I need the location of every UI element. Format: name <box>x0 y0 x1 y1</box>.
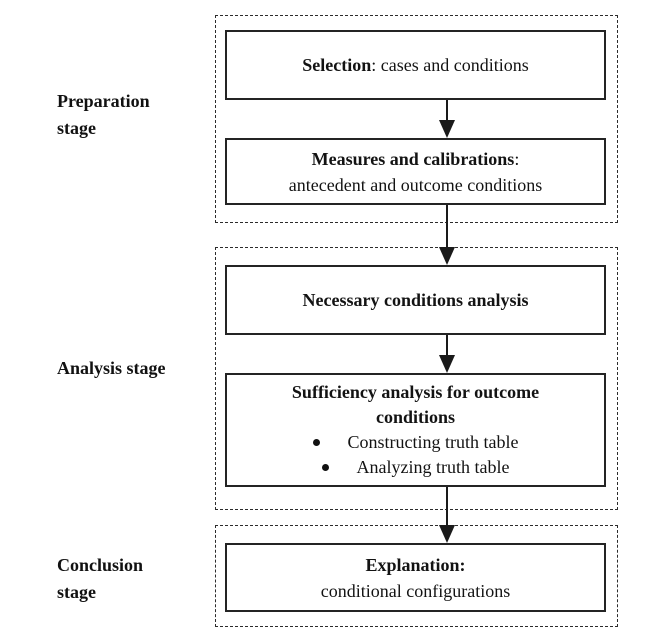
arrow-selection-to-measures <box>439 100 455 138</box>
bullet-item-constructing: Constructing truth table <box>312 430 519 455</box>
box-sufficiency-analysis: Sufficiency analysis for outcome conditi… <box>225 373 606 487</box>
box-necessary-conditions: Necessary conditions analysis <box>225 265 606 335</box>
box-necessary-title: Necessary conditions analysis <box>302 290 529 310</box>
box-explanation-title: Explanation: <box>365 554 466 575</box>
box-measures-title: Measures and calibrations <box>311 148 515 169</box>
bullet-item-analyzing: Analyzing truth table <box>321 455 510 480</box>
box-sufficiency-title-text2: conditions <box>375 407 456 427</box>
arrow-line <box>446 205 448 248</box>
box-measures-subtitle: antecedent and outcome conditions <box>288 174 543 195</box>
arrow-head-icon <box>439 355 455 373</box>
arrow-measures-to-necessary <box>439 205 455 265</box>
arrow-head-icon <box>439 120 455 138</box>
box-necessary-text: Necessary conditions analysis <box>302 287 528 313</box>
box-selection-title: Selection <box>302 55 372 75</box>
stage-label-conclusion: Conclusion stage <box>57 555 144 602</box>
arrow-line <box>446 487 448 526</box>
bullet-icon <box>321 464 329 471</box>
box-sufficiency-title-line1: Sufficiency analysis for outcome <box>292 380 539 405</box>
stage-label-analysis: Analysis stage <box>57 358 166 378</box>
bullet-text-analyzing: Analyzing truth table <box>356 457 510 477</box>
arrow-line <box>446 100 448 121</box>
stage-label-preparation: Preparation stage <box>57 91 150 138</box>
bullet-icon <box>312 439 320 446</box>
arrow-head-icon <box>439 247 455 265</box>
conclusion-stage-frame <box>215 525 618 627</box>
box-explanation-title-line: Explanation: <box>365 552 465 578</box>
arrow-head-icon <box>439 525 455 543</box>
box-measures-calibrations: Measures and calibrations: antecedent an… <box>225 138 606 205</box>
arrow-necessary-to-sufficiency <box>439 335 455 373</box>
arrow-line <box>446 335 448 356</box>
box-explanation: Explanation: conditional configurations <box>225 543 606 612</box>
arrow-sufficiency-to-explanation <box>439 487 455 543</box>
bullet-text-constructing: Constructing truth table <box>347 432 519 452</box>
preparation-stage-frame <box>215 15 618 223</box>
box-explanation-subtitle: conditional configurations <box>320 580 511 601</box>
analysis-stage-frame <box>215 247 618 510</box>
box-measures-colon: : <box>514 148 520 169</box>
box-selection-text: Selection: cases and conditions <box>302 52 528 78</box>
box-selection-subtitle: : cases and conditions <box>371 55 529 75</box>
box-sufficiency-title-line2: conditions <box>376 405 455 430</box>
box-selection: Selection: cases and conditions <box>225 30 606 100</box>
box-measures-title-line: Measures and calibrations: <box>312 146 520 172</box>
box-sufficiency-title-text1: Sufficiency analysis for outcome <box>291 382 540 402</box>
